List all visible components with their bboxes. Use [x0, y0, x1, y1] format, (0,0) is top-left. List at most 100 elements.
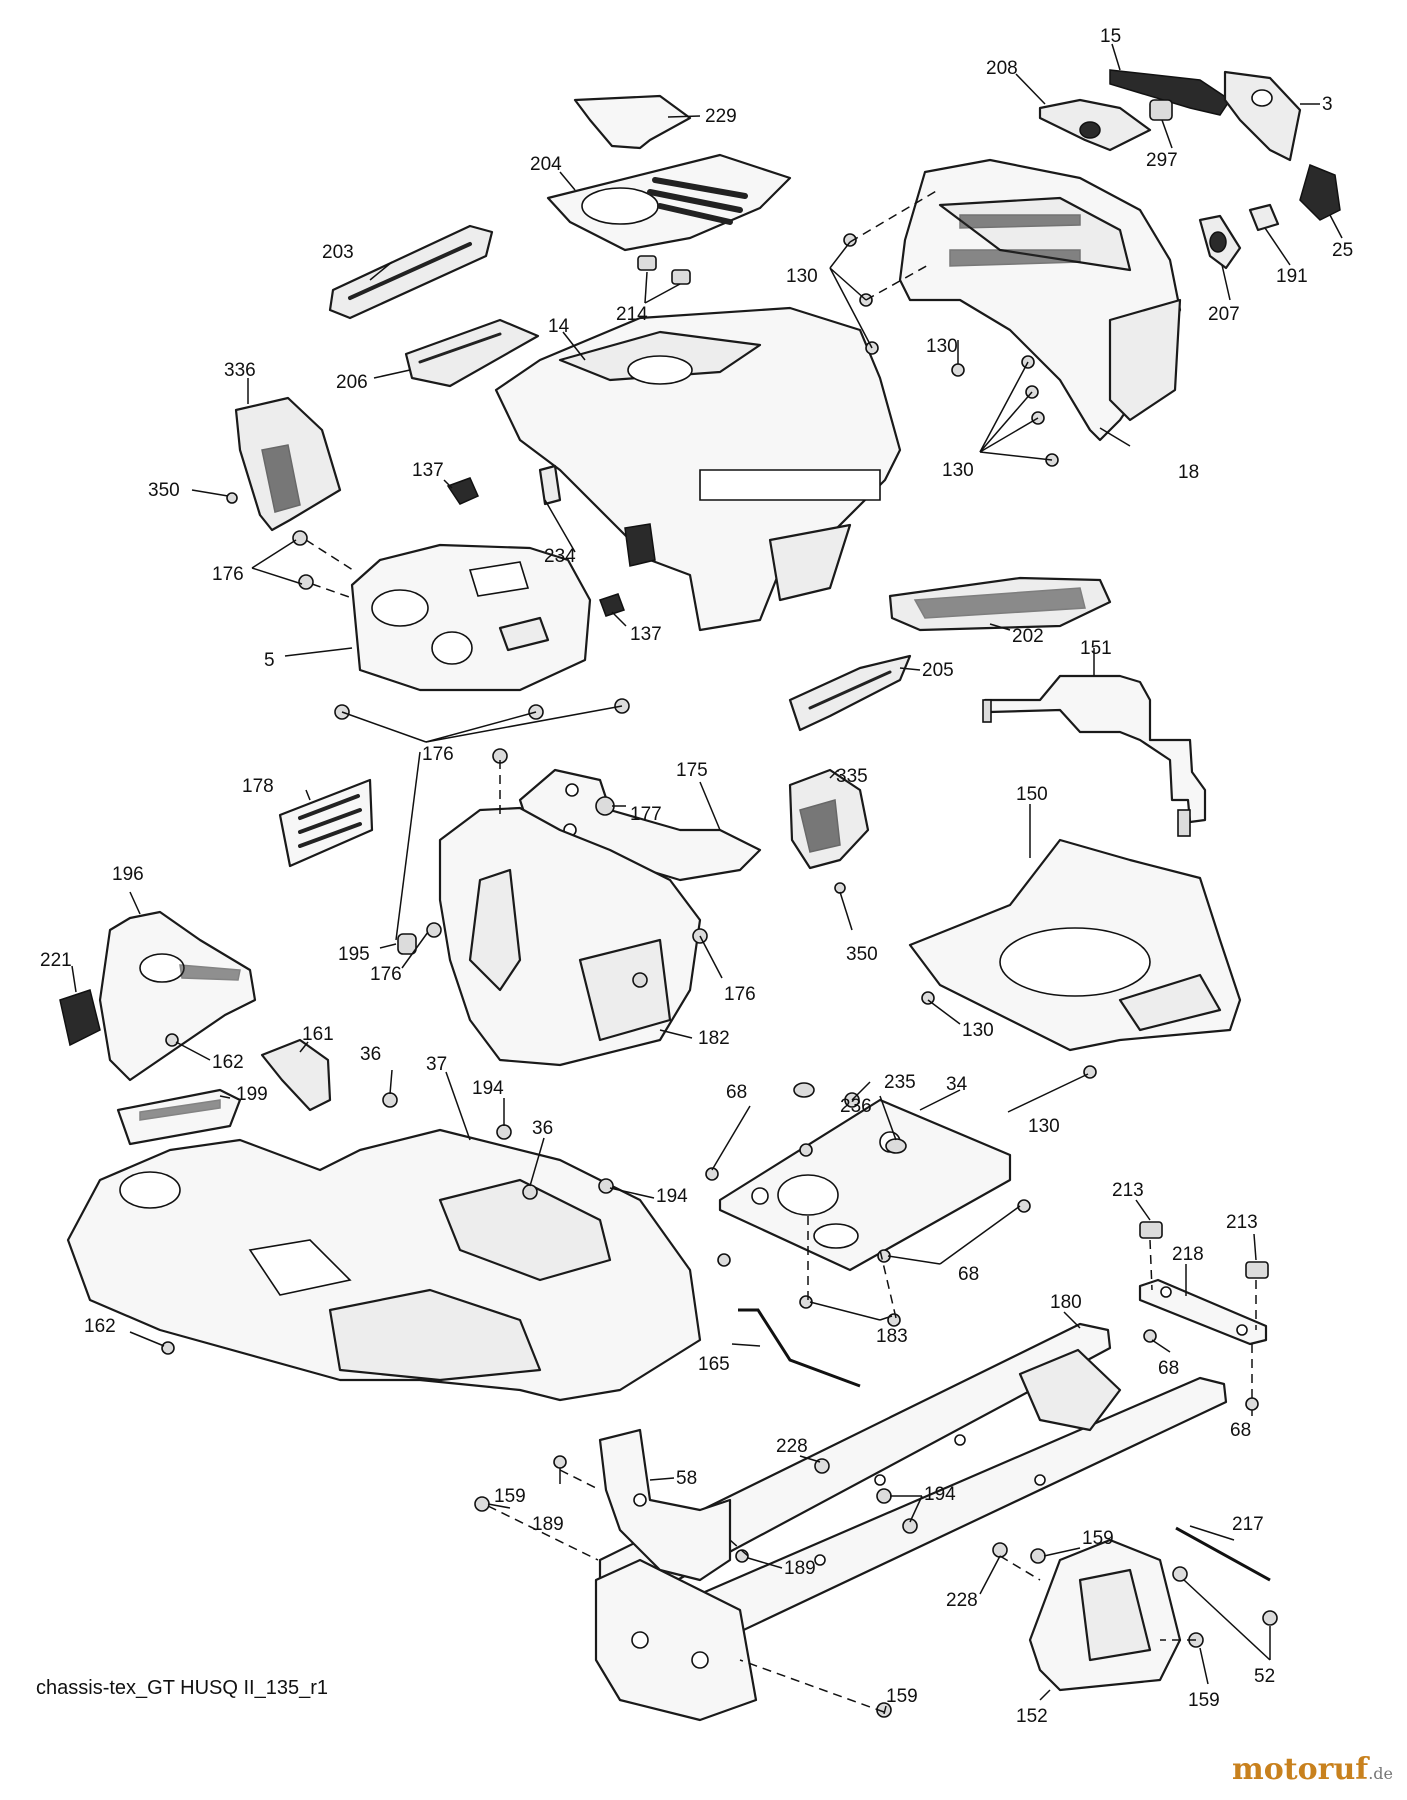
label-218: 218 [1172, 1244, 1204, 1265]
part-195-bushing [397, 933, 417, 955]
part-204-hood-panel [546, 153, 792, 252]
part-189-bolts [553, 1455, 749, 1563]
part-15-strip [1109, 69, 1232, 116]
label-191: 191 [1276, 266, 1308, 287]
part-182-lower-dash [438, 806, 702, 1067]
label-159-a: 159 [494, 1486, 526, 1507]
label-130-d: 130 [962, 1020, 994, 1041]
part-229-cover [573, 94, 692, 150]
label-194-c: 194 [924, 1484, 956, 1505]
label-68-c: 68 [1158, 1358, 1179, 1379]
label-203: 203 [322, 242, 354, 263]
part-68-bolts-plate-right [1143, 1329, 1259, 1411]
part-218-plate [1138, 1278, 1268, 1346]
label-68-b: 68 [958, 1264, 979, 1285]
part-176-screws-body [426, 748, 708, 944]
label-159-b: 159 [1082, 1528, 1114, 1549]
label-189-a: 189 [532, 1514, 564, 1535]
part-162-screw-upper [165, 1033, 179, 1047]
label-36-a: 36 [360, 1044, 381, 1065]
label-236: 236 [840, 1096, 872, 1117]
label-130-b: 130 [926, 336, 958, 357]
label-176-c: 176 [370, 964, 402, 985]
label-213-b: 213 [1226, 1212, 1258, 1233]
part-25-lens [1299, 163, 1341, 221]
label-130-a: 130 [786, 266, 818, 287]
label-162-a: 162 [212, 1052, 244, 1073]
label-350-b: 350 [846, 944, 878, 965]
part-3-bezel [1223, 70, 1302, 162]
label-228-b: 228 [946, 1590, 978, 1611]
label-217: 217 [1232, 1514, 1264, 1535]
part-206-vent [404, 318, 540, 388]
part-196-seat-cover [98, 910, 257, 1082]
part-150-floor-panel [908, 838, 1242, 1052]
part-14-hood [494, 306, 902, 632]
label-208: 208 [986, 58, 1018, 79]
part-18-front-nose [898, 158, 1182, 442]
label-165: 165 [698, 1354, 730, 1375]
label-150: 150 [1016, 784, 1048, 805]
label-204: 204 [530, 154, 562, 175]
part-178-vent-plate [278, 778, 374, 868]
label-196: 196 [112, 864, 144, 885]
label-350-a: 350 [148, 480, 180, 501]
part-5-dash-panel [350, 543, 592, 692]
label-161: 161 [302, 1024, 334, 1045]
part-37-fender [66, 1128, 702, 1402]
label-58: 58 [676, 1468, 697, 1489]
part-151-bracket [982, 674, 1207, 837]
label-229: 229 [705, 106, 737, 127]
label-15: 15 [1100, 26, 1121, 47]
label-130-e: 130 [1028, 1116, 1060, 1137]
part-152-footrest [1028, 1538, 1182, 1692]
label-176-d: 176 [724, 984, 756, 1005]
label-162-b: 162 [84, 1316, 116, 1337]
label-199: 199 [236, 1084, 268, 1105]
watermark-logo[interactable]: motoruf.de [1232, 1752, 1393, 1787]
part-199-plate [116, 1088, 242, 1146]
label-206: 206 [336, 372, 368, 393]
label-207: 207 [1208, 304, 1240, 325]
part-frame-front [594, 1558, 758, 1722]
label-213-a: 213 [1112, 1180, 1144, 1201]
label-152: 152 [1016, 1706, 1048, 1727]
leader-lines [71, 43, 1343, 1715]
part-297-knob [1149, 99, 1173, 121]
label-297: 297 [1146, 150, 1178, 171]
label-205: 205 [922, 660, 954, 681]
label-176-b: 176 [422, 744, 454, 765]
part-183-bolts [799, 1295, 901, 1327]
part-228-bolts [814, 1458, 1008, 1558]
label-68-a: 68 [726, 1082, 747, 1103]
label-183: 183 [876, 1326, 908, 1347]
label-178: 178 [242, 776, 274, 797]
part-203-grille-strip [328, 224, 494, 320]
part-205-vent [788, 654, 912, 732]
watermark-name: motoruf [1232, 1752, 1369, 1787]
label-18: 18 [1178, 462, 1199, 483]
label-36-b: 36 [532, 1118, 553, 1139]
label-214: 214 [616, 304, 648, 325]
label-195: 195 [338, 944, 370, 965]
part-137-clip-lower [599, 593, 625, 617]
label-177: 177 [630, 804, 662, 825]
part-161-latch [260, 1038, 332, 1112]
part-52-clips [1172, 1566, 1278, 1626]
label-159-d: 159 [886, 1686, 918, 1707]
label-175: 175 [676, 760, 708, 781]
part-350-screw-lower [834, 882, 846, 894]
part-213-bolts [1139, 1221, 1269, 1279]
part-234-plates [538, 464, 656, 567]
label-189-b: 189 [784, 1558, 816, 1579]
label-180: 180 [1050, 1292, 1082, 1313]
part-68-bolts-plate [705, 1143, 1031, 1267]
label-176-a: 176 [212, 564, 244, 585]
label-37: 37 [426, 1054, 447, 1075]
label-182: 182 [698, 1028, 730, 1049]
label-194-b: 194 [656, 1186, 688, 1207]
part-130-screws-floor [921, 991, 1097, 1079]
part-221-decal [59, 989, 101, 1047]
part-137-clip-upper [446, 477, 479, 505]
